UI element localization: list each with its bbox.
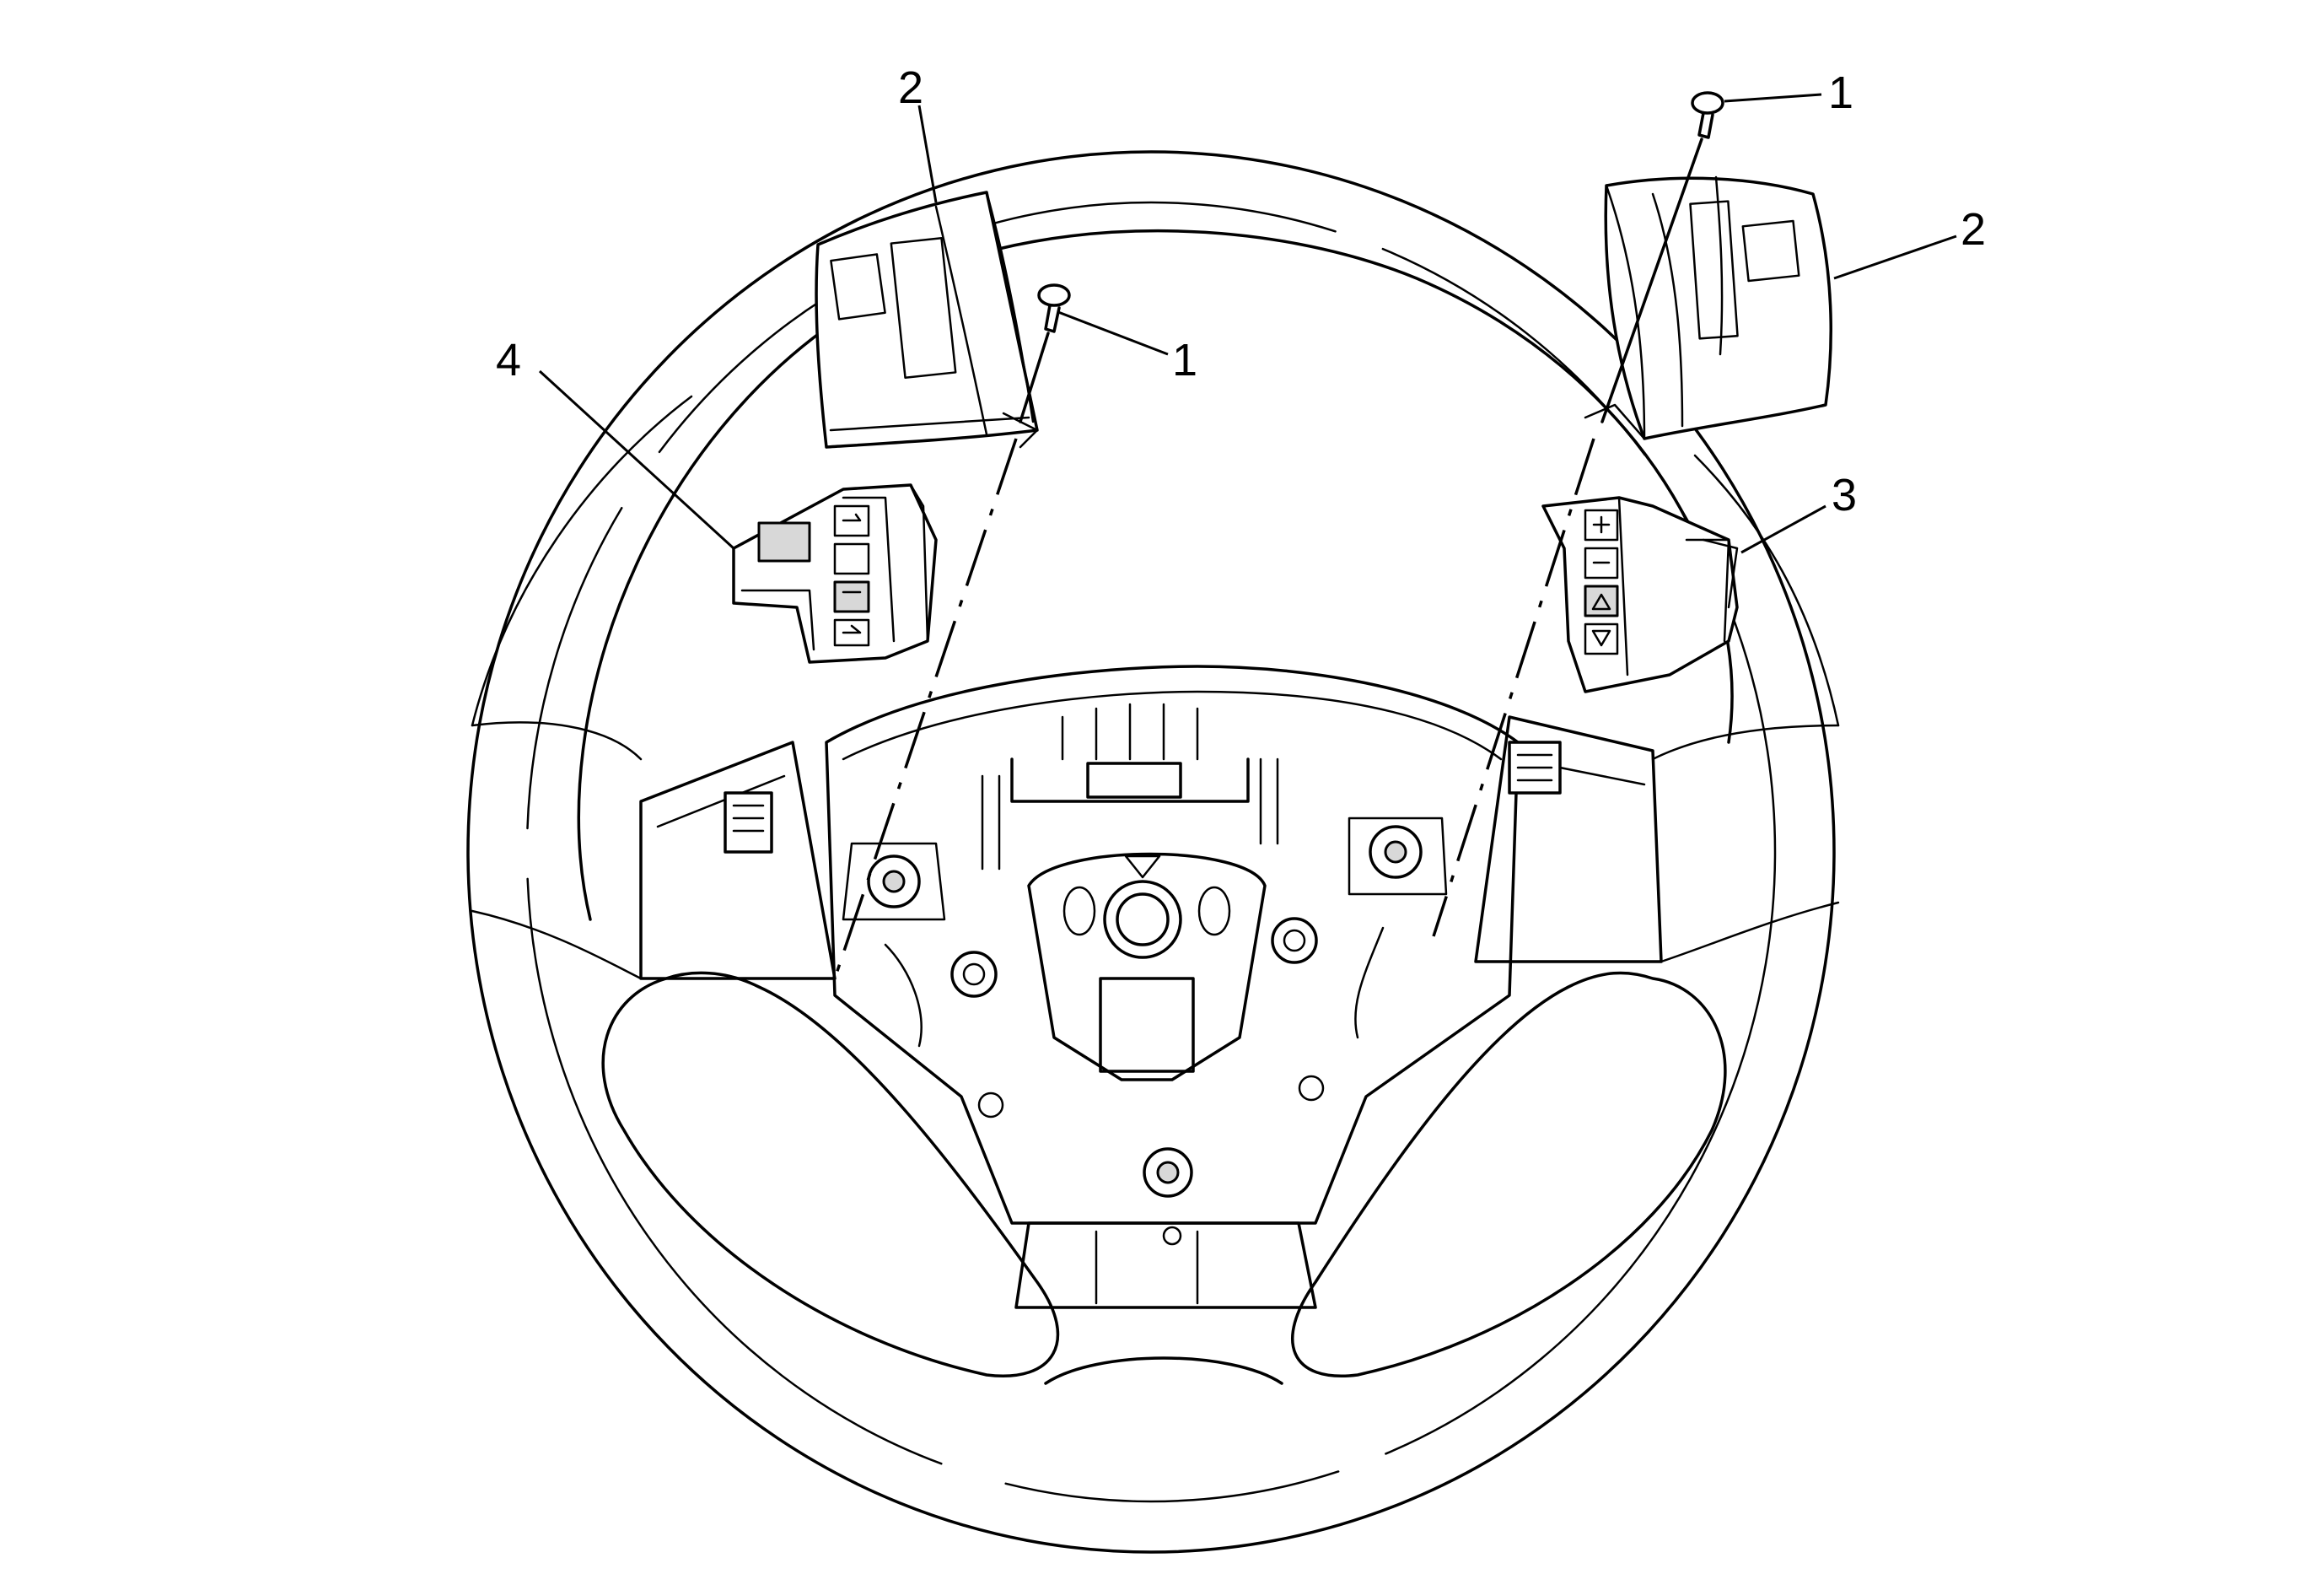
left-steering-wheel-switch [732,483,938,664]
right-switch-trim-cover [1584,175,1832,440]
steering-wheel-hub [825,665,1520,1246]
callout-left-cover: 2 [898,62,923,113]
callout-right-switch: 3 [1832,470,1857,520]
right-steering-wheel-switch [1541,496,1739,693]
lower-spoke-bottom [1014,1221,1317,1385]
right-installation-centerline [1432,438,1595,937]
right-fastener [1600,91,1724,423]
left-fastener [1019,283,1071,423]
callout-leaders [538,93,1957,554]
lower-right-rim-cushion [1291,971,1727,1377]
left-spoke-connector [724,791,773,854]
steering-wheel-rim [466,150,1840,1554]
right-spoke-connector [1508,741,1562,795]
callout-left-switch: 4 [496,335,521,385]
callout-right-fastener: 1 [1828,67,1853,118]
left-switch-trim-cover [815,191,1039,449]
left-spoke [471,721,837,980]
callout-right-cover: 2 [1961,204,1986,255]
lower-left-rim-cushion [601,971,1060,1377]
callout-left-fastener: 1 [1172,335,1197,385]
